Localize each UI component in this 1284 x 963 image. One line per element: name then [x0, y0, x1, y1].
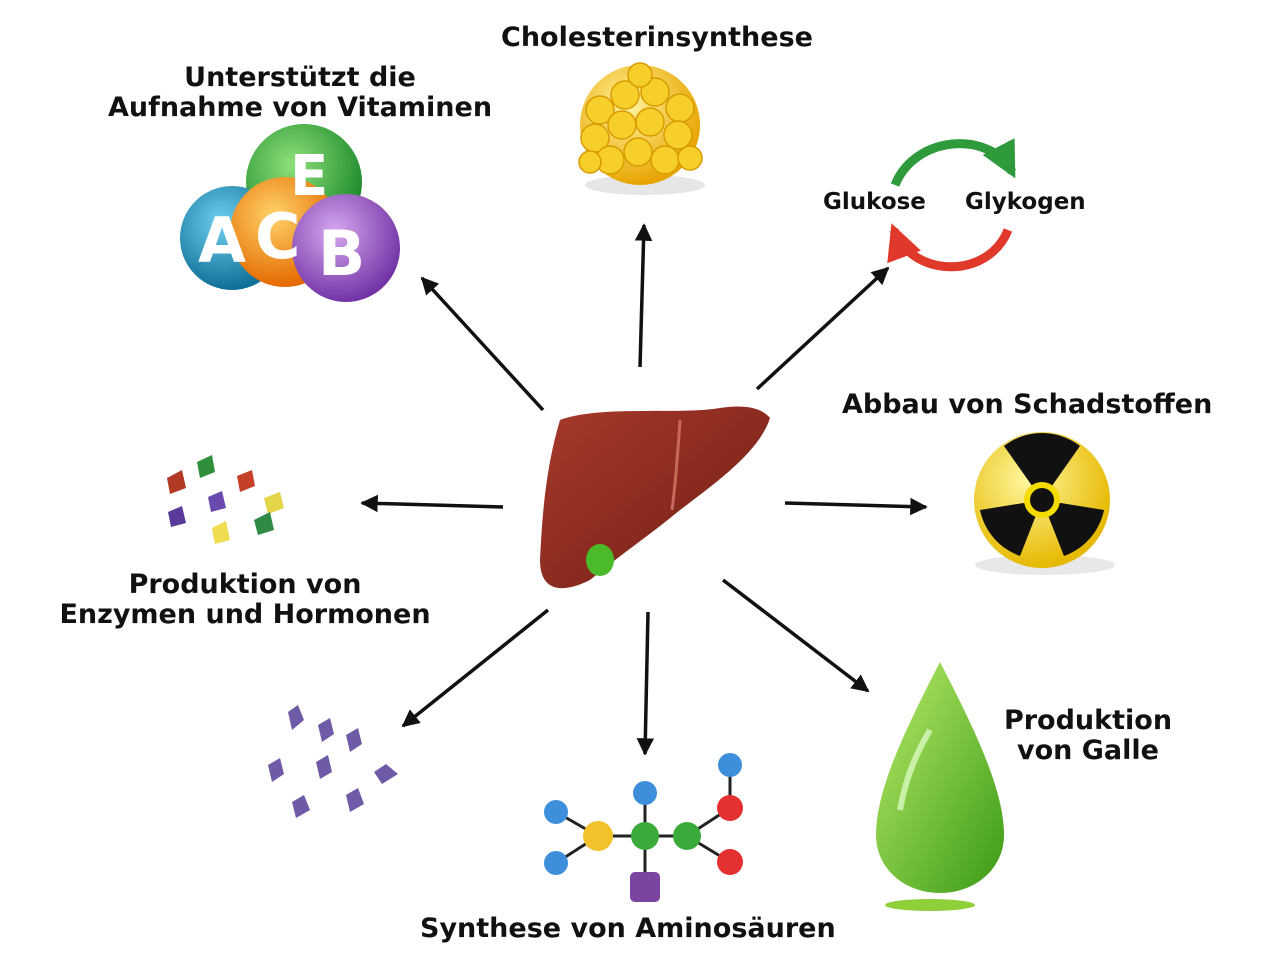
cholesterol-icon — [578, 62, 705, 195]
arrow-to-amino — [636, 611, 655, 756]
label-bile: Produktion von Galle — [998, 706, 1178, 766]
label-bile-line1: Produktion — [1003, 705, 1173, 736]
radiation-icon — [974, 432, 1115, 575]
label-enzymes-line1: Produktion von — [128, 569, 362, 600]
label-vitamins-line1: Unterstützt die — [184, 62, 416, 93]
vitamin-letter-c: C — [255, 200, 301, 273]
arrows — [360, 223, 928, 756]
label-glucose: Glukose — [823, 189, 926, 215]
arrow-to-vitamins — [420, 276, 545, 412]
amino-acid-icon — [544, 753, 743, 902]
label-enzymes-line2: Enzymen und Hormonen — [59, 599, 431, 630]
label-vitamins: Unterstützt die Aufnahme von Vitaminen — [95, 63, 505, 123]
vitamin-letter-b: B — [318, 217, 365, 290]
proteins-icon — [268, 705, 398, 818]
label-amino: Synthese von Aminosäuren — [420, 913, 836, 944]
label-cholesterol: Cholesterinsynthese — [501, 22, 813, 53]
bile-drop-icon — [876, 662, 1004, 911]
label-bile-line2: von Galle — [1017, 735, 1159, 766]
vitamins-icon: E A C B — [180, 124, 400, 302]
arrow-to-bile — [721, 578, 870, 693]
vitamin-letter-a: A — [198, 204, 246, 277]
arrow-to-cholesterol — [634, 223, 653, 368]
arrow-to-enzymes — [360, 494, 504, 513]
label-enzymes: Produktion von Enzymen und Hormonen — [45, 570, 445, 630]
liver-icon — [540, 406, 770, 589]
vitamin-letter-e: E — [290, 144, 328, 209]
label-glycogen: Glykogen — [965, 189, 1086, 215]
arrow-to-proteins — [401, 608, 550, 728]
enzymes-hormones-icon — [167, 455, 284, 544]
label-vitamins-line2: Aufnahme von Vitaminen — [107, 92, 493, 123]
arrow-to-glycogen — [755, 266, 890, 391]
glycogen-cycle-icon — [887, 138, 1016, 272]
arrow-to-detox — [784, 497, 928, 516]
label-detox: Abbau von Schadstoffen — [842, 389, 1213, 420]
